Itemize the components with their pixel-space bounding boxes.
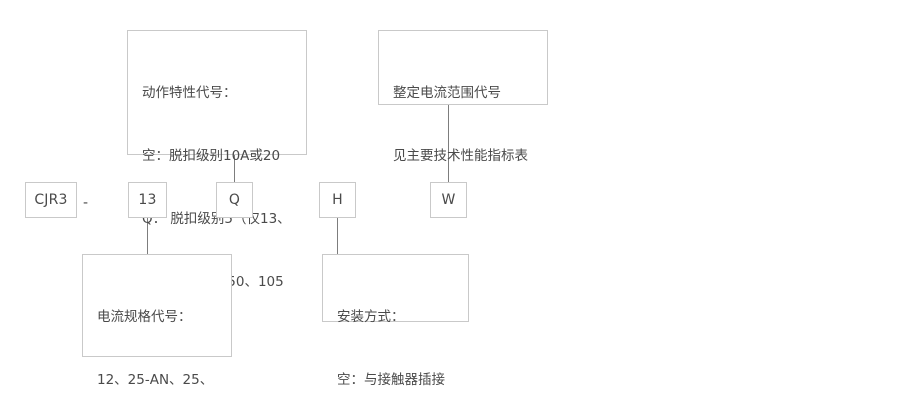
- note-trip-characteristic: 动作特性代号： 空：脱扣级别10A或20 Q： 脱扣级别5（仅13、 25-AN…: [127, 30, 307, 353]
- note-current-range-line-2: 见主要技术性能指标表: [393, 148, 528, 164]
- code-current-range-label: W: [441, 192, 456, 208]
- code-box-series: CJR3: [25, 182, 77, 218]
- note-mounting: 安装方式： 空：与接触器插接 H 独立安装: [322, 254, 469, 388]
- note-trip-characteristic-line-1: 动作特性代号：: [142, 85, 237, 101]
- note-current-rating-line-1: 电流规格代号：: [97, 309, 192, 325]
- note-current-rating-line-2: 12、25-AN、25、: [97, 372, 214, 388]
- code-box-current-rating: 13: [128, 182, 167, 218]
- code-current-rating-label: 13: [138, 192, 157, 208]
- code-box-mounting: H: [319, 182, 356, 218]
- note-current-rating: 电流规格代号： 12、25-AN、25、 50、105B、105、 160B、1…: [82, 254, 232, 388]
- note-trip-characteristic-line-2: 空：脱扣级别10A或20: [142, 148, 281, 164]
- code-box-trip-characteristic: Q: [216, 182, 253, 218]
- note-mounting-line-2: 空：与接触器插接: [337, 372, 445, 388]
- connector-current-rating: [147, 218, 148, 254]
- code-mounting-label: H: [332, 192, 343, 208]
- note-mounting-line-1: 安装方式：: [337, 309, 405, 325]
- code-box-current-range: W: [430, 182, 467, 218]
- note-current-range: 整定电流范围代号 见主要技术性能指标表: [378, 30, 548, 164]
- connector-current-range: [448, 104, 449, 185]
- connector-mounting: [337, 218, 338, 254]
- code-separator-hyphen: -: [83, 195, 89, 211]
- code-trip-characteristic-label: Q: [228, 192, 241, 208]
- note-current-range-line-1: 整定电流范围代号: [393, 85, 501, 101]
- code-series-label: CJR3: [34, 192, 68, 208]
- connector-trip-characteristic: [234, 155, 235, 205]
